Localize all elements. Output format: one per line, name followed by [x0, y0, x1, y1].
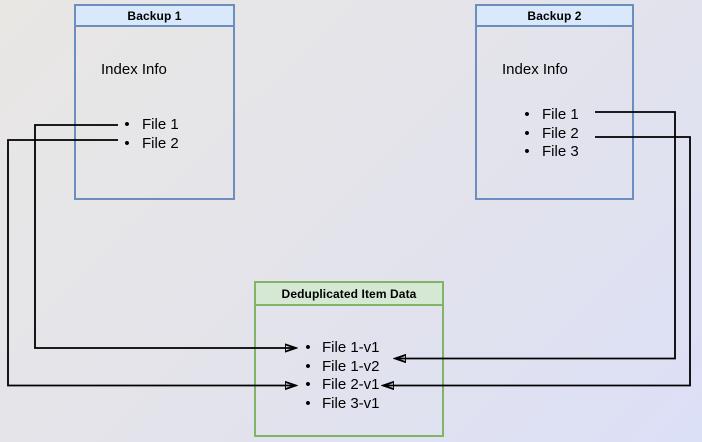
- list-item: File 1-v2: [301, 358, 380, 377]
- list-item: File 3-v1: [301, 395, 380, 414]
- backup2-file-list: File 1 File 2 File 3: [520, 106, 579, 162]
- backup1-title: Backup 1: [76, 6, 233, 27]
- backup1-file-list: File 1 File 2: [120, 116, 179, 153]
- list-item: File 2: [520, 125, 579, 144]
- backup2-box: Backup 2: [475, 4, 634, 200]
- dedup-file-list: File 1-v1 File 1-v2 File 2-v1 File 3-v1: [301, 339, 380, 413]
- list-item: File 2-v1: [301, 376, 380, 395]
- backup1-box: Backup 1: [74, 4, 235, 200]
- list-item: File 1-v1: [301, 339, 380, 358]
- backup2-title: Backup 2: [477, 6, 632, 27]
- list-item: File 1: [120, 116, 179, 135]
- list-item: File 3: [520, 143, 579, 162]
- backup1-index-info-label: Index Info: [101, 61, 167, 78]
- dedup-title: Deduplicated Item Data: [256, 283, 442, 306]
- list-item: File 2: [120, 135, 179, 154]
- backup2-index-info-label: Index Info: [502, 61, 568, 78]
- list-item: File 1: [520, 106, 579, 125]
